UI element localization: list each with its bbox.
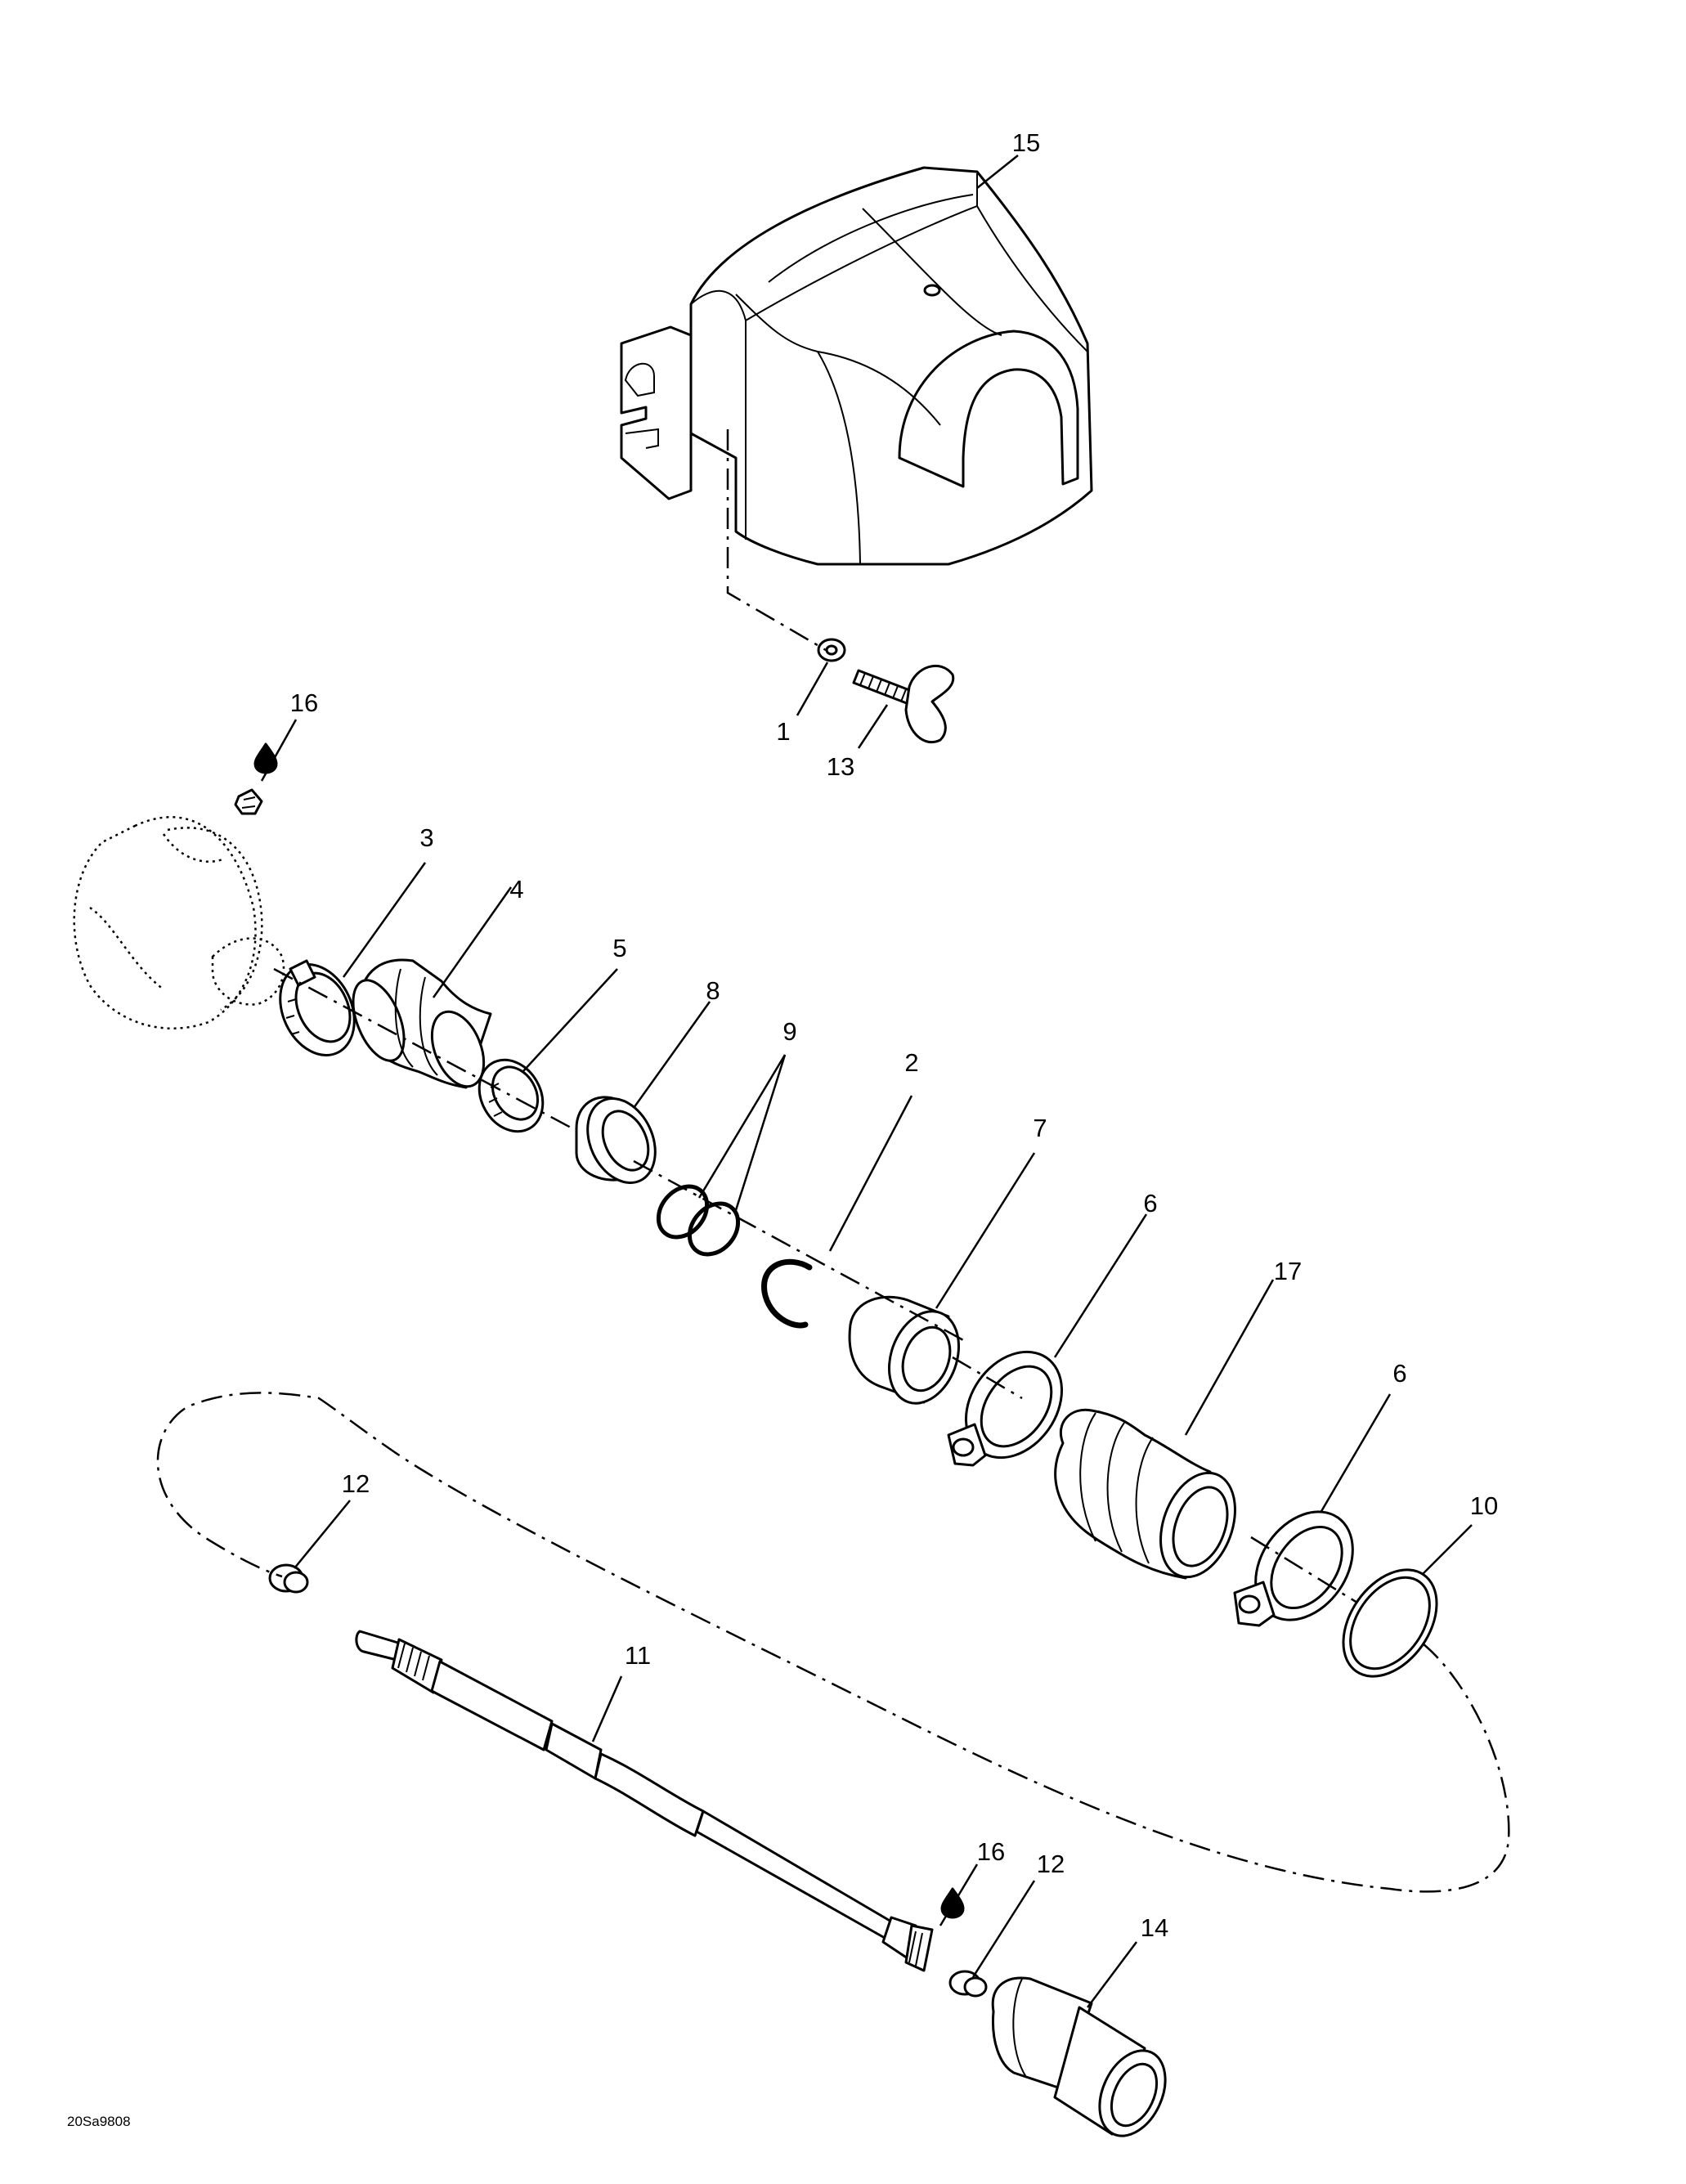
part-7-sleeve [848, 1295, 961, 1405]
callout-16-lower: 16 [977, 1837, 1005, 1866]
callout-6-lower: 6 [1392, 1359, 1406, 1388]
part-12-bushing-lower [948, 1970, 988, 1998]
reference-hub-dotted [73, 816, 285, 1029]
part-3-clamp [279, 959, 356, 1056]
callout-14: 14 [1141, 1913, 1168, 1942]
callout-10: 10 [1470, 1491, 1498, 1520]
callout-12-upper: 12 [342, 1469, 370, 1498]
part-12-bushing-upper [268, 1563, 309, 1594]
part-6-hose-clamp-lower [1233, 1510, 1354, 1627]
part-9-o-rings [656, 1184, 741, 1257]
callout-4: 4 [509, 875, 523, 904]
oil-drop-icon [940, 1887, 965, 1919]
callout-6-upper: 6 [1143, 1189, 1157, 1218]
part-2-circlip [761, 1258, 813, 1329]
callout-5: 5 [612, 934, 626, 962]
part-5-clamp [478, 1058, 545, 1133]
part-13-wing-screw [852, 664, 955, 743]
assembly-axis-lines [156, 429, 1510, 1893]
callout-13: 13 [827, 752, 854, 781]
callout-2: 2 [904, 1048, 918, 1077]
callout-1: 1 [776, 717, 790, 746]
callout-11: 11 [625, 1641, 651, 1670]
part-1-washer [817, 638, 846, 662]
part-11-drive-shaft [355, 1630, 934, 1972]
part-10-flat-ring [1342, 1568, 1438, 1678]
callout-7: 7 [1033, 1114, 1047, 1142]
callout-leader-lines [260, 155, 1473, 2008]
callout-15: 15 [1012, 128, 1040, 157]
part-17-bellows [1054, 1408, 1236, 1580]
callout-labels: 15 1 13 16 3 4 5 8 9 2 7 6 17 6 10 12 11… [290, 128, 1498, 1942]
part-4-boot [352, 958, 492, 1089]
diagram-reference-code: 20Sa9808 [67, 2114, 131, 2129]
part-8-bushing [575, 1096, 657, 1185]
callout-12-lower: 12 [1037, 1850, 1065, 1878]
callout-9: 9 [782, 1017, 796, 1046]
part-16-grease-fitting [234, 788, 263, 815]
part-15-cover [620, 166, 1093, 566]
part-14-coupler [991, 1976, 1167, 2137]
callout-17: 17 [1274, 1257, 1302, 1285]
callout-8: 8 [706, 976, 720, 1005]
callout-3: 3 [419, 823, 433, 852]
callout-16-upper: 16 [290, 688, 318, 717]
